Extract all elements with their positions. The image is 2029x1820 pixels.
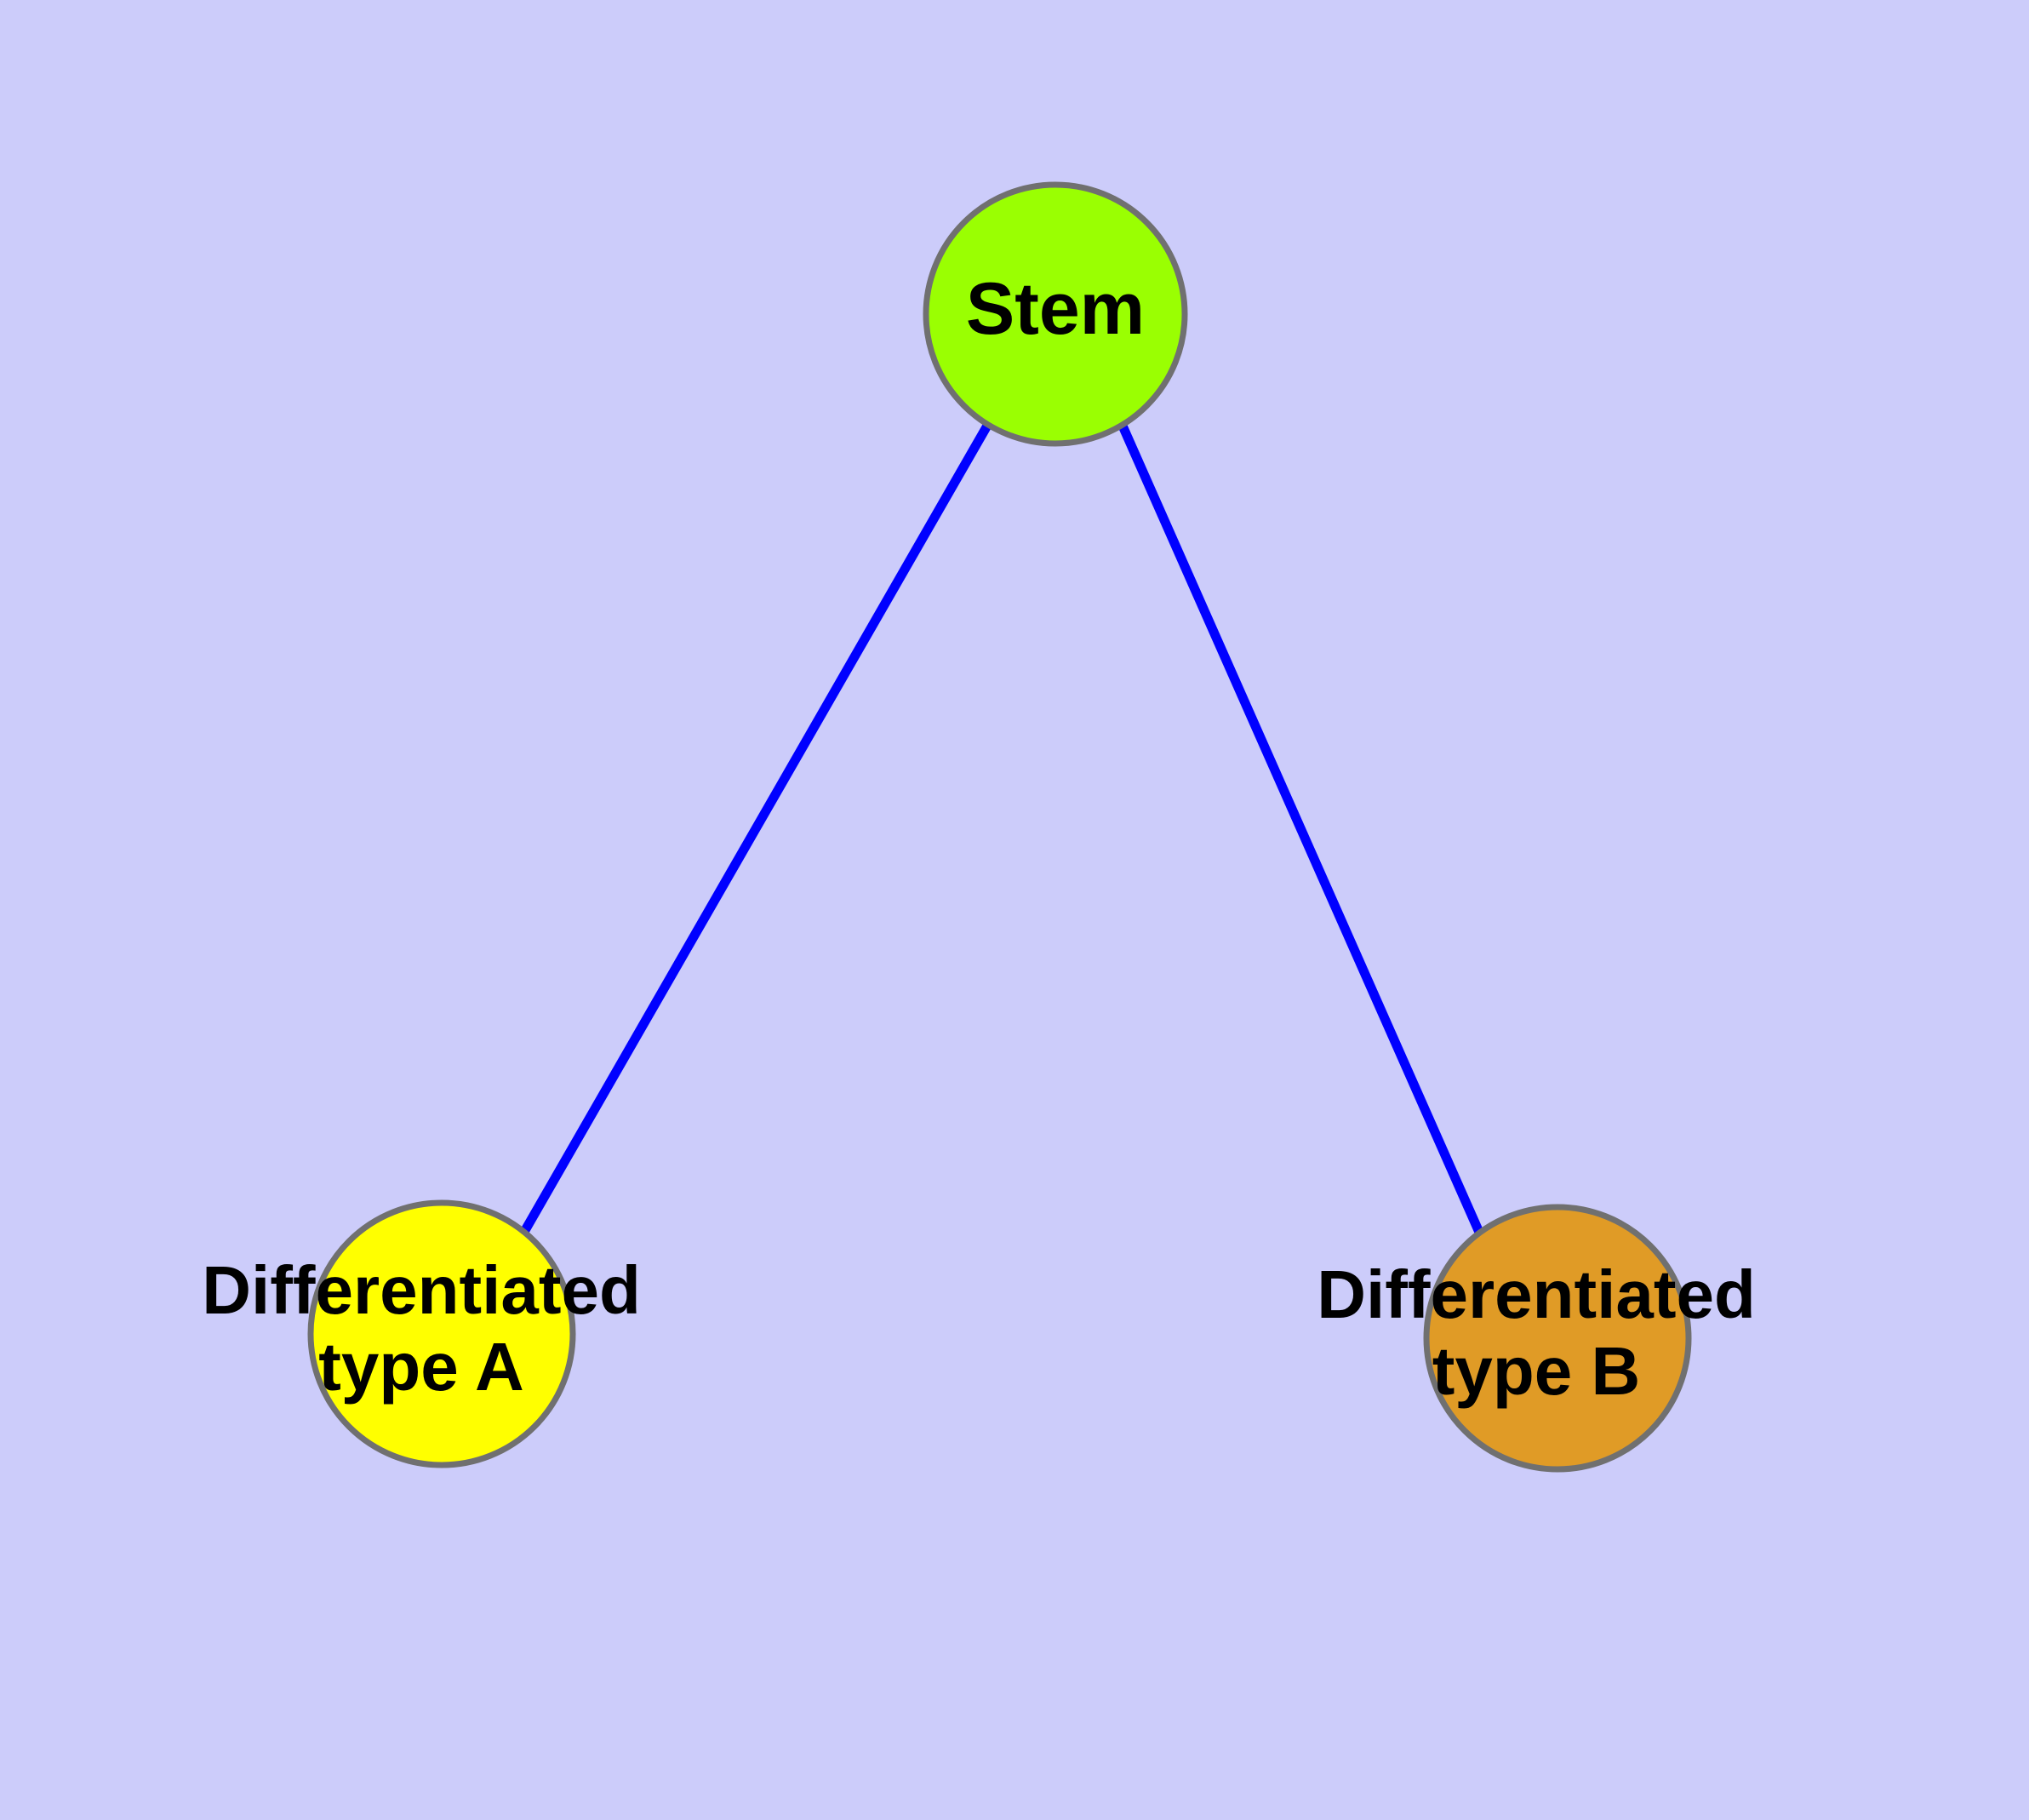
- node-label-line: Differentiated: [1317, 1256, 1756, 1332]
- edge-stem-diff-b: [1117, 421, 1486, 1239]
- edge-stem-diff-a: [520, 423, 992, 1234]
- node-circle-diff_a[interactable]: [307, 1199, 576, 1468]
- node-circle-stem[interactable]: [923, 181, 1188, 447]
- node-label-stem: Stem: [966, 268, 1145, 350]
- node-stem[interactable]: Stem: [923, 181, 1188, 447]
- node-label-line: Differentiated: [202, 1252, 641, 1328]
- edge-layer: [520, 421, 1486, 1239]
- node-label-line: type A: [318, 1329, 524, 1405]
- node-label-line: type B: [1432, 1333, 1641, 1409]
- node-circle-diff_b[interactable]: [1423, 1204, 1692, 1473]
- node-label-line: Stem: [966, 268, 1145, 350]
